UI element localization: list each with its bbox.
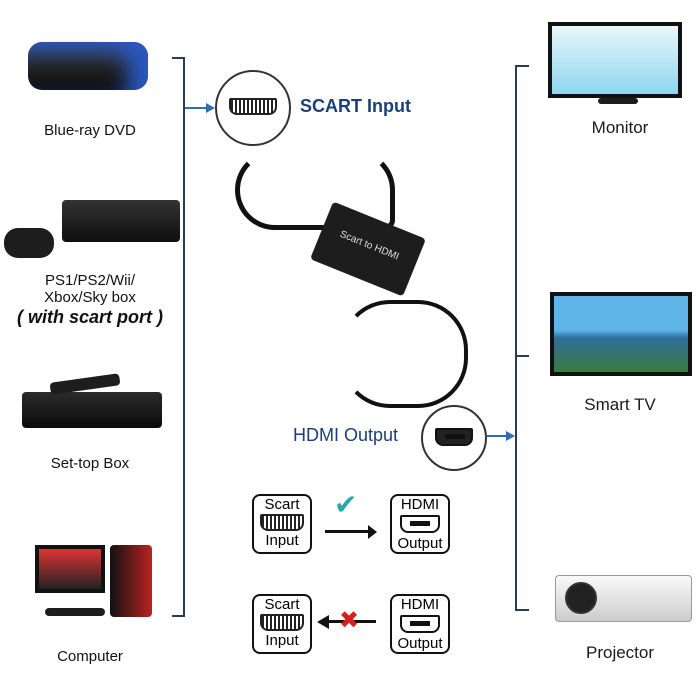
controller-icon: [4, 228, 54, 258]
label-projector: Projector: [585, 643, 655, 662]
label-console-line2: Xbox/Sky box: [44, 289, 136, 306]
settop-box-icon: [22, 392, 162, 428]
scart-input-label: SCART Input: [300, 96, 411, 116]
legend-output: Output: [397, 535, 443, 552]
legend-hdmi-output-box-2: HDMI Output: [390, 594, 450, 654]
tick: [515, 355, 529, 357]
label-bluray: Blue-ray DVD: [44, 122, 136, 139]
label-smart-tv: Smart TV: [584, 395, 656, 414]
adapter-box: Scart to HDMI: [310, 201, 426, 297]
keyboard-icon: [45, 608, 105, 616]
legend-scart: Scart: [264, 596, 300, 613]
arrow-left-icon: [317, 615, 329, 629]
left-bus-line: [183, 57, 185, 617]
scart-icon: [260, 614, 304, 631]
legend-scart-input-box: Scart Input: [252, 494, 312, 554]
label-console: PS1/PS2/Wii/ Xbox/Sky box ( with scart p…: [0, 272, 180, 326]
monitor-icon: [548, 22, 682, 98]
cable-icon: [235, 150, 395, 230]
arrow-right-icon: [368, 525, 377, 539]
computer-icon: [35, 545, 105, 593]
cross-icon: ✖: [339, 607, 360, 634]
legend-hdmi: HDMI: [400, 496, 440, 513]
tick: [515, 65, 529, 67]
hdmi-icon: [400, 515, 440, 533]
tick: [172, 615, 184, 617]
game-console-icon: [62, 200, 180, 242]
projector-lens-icon: [565, 582, 597, 614]
scart-port-icon: [215, 70, 291, 146]
tick: [172, 57, 184, 59]
legend-scart-input-box-2: Scart Input: [252, 594, 312, 654]
arrow-line: [325, 530, 370, 533]
legend-hdmi: HDMI: [400, 596, 440, 613]
arrow-line: [185, 107, 207, 109]
label-computer: Computer: [57, 648, 123, 665]
hdmi-cable-icon: [340, 300, 468, 408]
legend-input: Input: [265, 632, 299, 649]
hdmi-icon: [400, 615, 440, 633]
arrow-line: [487, 435, 507, 437]
label-console-note: ( with scart port ): [16, 307, 163, 327]
bluray-player-icon: [28, 42, 148, 90]
hdmi-port-icon: [421, 405, 487, 471]
label-settop: Set-top Box: [50, 455, 130, 472]
label-console-line1: PS1/PS2/Wii/: [44, 272, 136, 289]
tick: [515, 609, 529, 611]
pc-tower-icon: [110, 545, 152, 617]
right-bus-line: [515, 65, 517, 611]
legend-scart: Scart: [264, 496, 300, 513]
legend-hdmi-output-box: HDMI Output: [390, 494, 450, 554]
legend-input: Input: [265, 532, 299, 549]
monitor-stand-icon: [598, 98, 638, 104]
arrow-right-icon: [206, 103, 215, 113]
adapter-text: Scart to HDMI: [338, 228, 401, 263]
hdmi-output-label: HDMI Output: [293, 425, 399, 445]
check-icon: ✔: [334, 489, 358, 520]
legend-output: Output: [397, 635, 443, 652]
label-monitor: Monitor: [591, 118, 649, 137]
arrow-right-icon: [506, 431, 515, 441]
scart-icon: [260, 514, 304, 531]
smart-tv-icon: [550, 292, 692, 376]
arrow-line: [328, 620, 376, 623]
